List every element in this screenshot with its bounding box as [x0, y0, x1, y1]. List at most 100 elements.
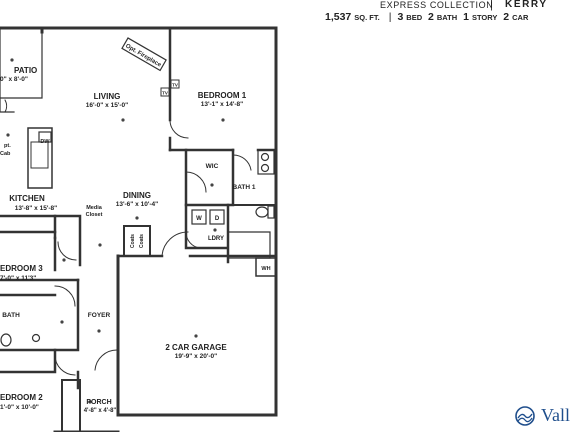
garage-name: 2 CAR GARAGE	[165, 343, 227, 352]
media-closet-door	[57, 241, 77, 261]
brand-logo-icon	[515, 406, 535, 426]
patio-outline	[0, 27, 43, 99]
water-heater-label: WH	[261, 266, 270, 272]
dishwasher-box	[38, 131, 52, 143]
dryer-box	[209, 209, 225, 225]
beds-unit: BED	[406, 13, 423, 22]
coats-label-1: Coats	[130, 234, 136, 248]
stories-value: 1	[463, 11, 469, 23]
cars-value: 2	[503, 11, 510, 23]
dryer-label: D	[215, 216, 220, 222]
dining-dims: 13'-6" x 10'-4"	[116, 201, 159, 208]
kitchen-name: KITCHEN	[9, 194, 45, 203]
island-sink	[30, 141, 49, 169]
kitchen-counter-top	[0, 97, 15, 113]
baths-value: 2	[428, 11, 434, 23]
wic-label: WIC	[206, 163, 219, 170]
patio-name: PATIO	[14, 66, 37, 75]
water-heater-box	[255, 257, 277, 277]
coat-closet-walls	[123, 225, 151, 257]
stair-swing-left	[4, 99, 8, 113]
light-marker-foyer-2	[97, 329, 101, 333]
laundry-door	[185, 231, 201, 249]
bedroom1-door	[169, 119, 189, 139]
bath1-label: BATH 1	[233, 184, 256, 191]
dw-label: DW	[40, 139, 50, 145]
kitchen-dims: 13'-8" x 15'-8"	[15, 205, 58, 212]
washer-box	[191, 209, 207, 225]
opt-cab-label-2: Cab	[0, 151, 11, 157]
light-marker-bed3	[62, 258, 66, 262]
light-marker-foyer	[98, 243, 102, 247]
bath1-sink-2	[260, 163, 270, 173]
bath1-toilet	[255, 206, 269, 218]
light-marker-dining	[135, 216, 139, 220]
bedroom2-door	[54, 354, 76, 376]
bedroom2-name: EDROOM 2	[0, 393, 43, 402]
garage-dims: 19'-9" x 20'-0"	[175, 353, 218, 360]
bedroom1-dims: 13'-1" x 14'-8"	[201, 101, 244, 108]
stories-unit: STORY	[471, 13, 498, 22]
bath-walls	[0, 278, 80, 352]
light-marker-living	[121, 118, 125, 122]
beds-value: 3	[397, 11, 404, 23]
bedroom3-walls	[0, 230, 80, 282]
living-name: LIVING	[94, 92, 121, 101]
foyer-name: FOYER	[88, 312, 111, 319]
plan-name: KERRY	[505, 0, 548, 10]
coats-label-2: Coats	[139, 234, 145, 248]
washer-label: W	[196, 216, 202, 222]
specs-separator: |	[388, 11, 392, 23]
porch-name: PORCH	[86, 399, 111, 406]
bedroom2-wall	[0, 348, 80, 390]
light-marker-garage	[194, 334, 198, 338]
bath1-vanity	[257, 149, 275, 175]
light-marker-bedroom1	[221, 118, 225, 122]
front-door-swing	[94, 349, 118, 371]
fireplace: Opt. Fireplace	[121, 37, 167, 72]
sqft-value: 1,537	[325, 11, 352, 23]
collection-name: EXPRESS COLLECTION	[380, 0, 494, 10]
tv-label-living: TV	[162, 91, 168, 96]
shower-outline	[227, 231, 271, 259]
wic-walls	[184, 148, 235, 207]
wic-door	[185, 171, 207, 193]
light-marker-porch	[88, 400, 92, 404]
light-marker-bath	[60, 320, 64, 324]
light-marker-kitchen	[6, 133, 10, 137]
bedroom2-dims: 1'-0" x 10'-0"	[0, 404, 39, 411]
patio-dims: 0" x 8'-0"	[0, 76, 28, 83]
bath1-sink-1	[260, 152, 270, 162]
cars-unit: CAR	[512, 13, 529, 22]
living-dims: 16'-0" x 15'-0"	[86, 102, 129, 109]
media-closet-label-2: Closet	[86, 212, 103, 218]
header-separator: |	[490, 0, 493, 11]
bath-sink	[31, 333, 41, 343]
bath1-toilet-tank	[267, 205, 275, 219]
light-marker-patio	[10, 58, 14, 62]
dining-name: DINING	[123, 191, 151, 200]
bath-door	[54, 285, 76, 307]
bedroom3-name: EDROOM 3	[0, 264, 43, 273]
tv-box-living	[160, 87, 170, 97]
ldry-label: LDRY	[208, 236, 224, 242]
bedroom3-dims: 7'-0" x 11'3"	[0, 275, 36, 282]
tv-label-bedroom1: TV	[172, 83, 178, 88]
bath1-door	[232, 154, 252, 171]
exterior-wall-bottom	[53, 413, 278, 432]
sqft-unit: SQ. FT.	[354, 13, 380, 22]
light-marker-laundry	[213, 228, 217, 232]
kitchen-south-wall	[0, 214, 57, 240]
brand-logo-text: Vall	[541, 405, 570, 425]
bath-toilet	[0, 333, 12, 347]
tv-box-bedroom1	[170, 79, 180, 89]
porch-walls	[61, 379, 81, 432]
baths-unit: BATH	[436, 13, 458, 22]
media-closet-label-1: Media	[86, 205, 103, 211]
opt-cab-label-1: pt.	[4, 143, 11, 149]
porch-dims: 4'-8" x 4'-8"	[84, 408, 117, 414]
bedroom1-name: BEDROOM 1	[198, 91, 247, 100]
